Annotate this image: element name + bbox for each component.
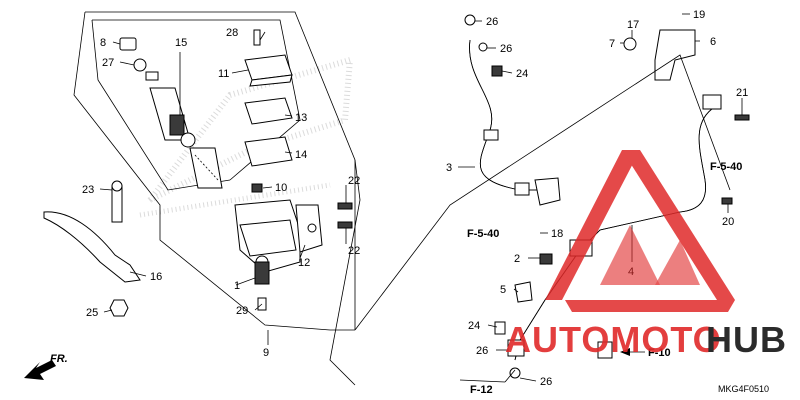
callout-21: 21 bbox=[736, 87, 748, 99]
brake-lever bbox=[43, 180, 141, 317]
watermark-triangle-mark bbox=[545, 150, 735, 312]
reservoir-cap-assembly bbox=[119, 29, 293, 193]
callout-28: 28 bbox=[226, 27, 238, 39]
callout-26-third: 26 bbox=[476, 345, 488, 357]
callout-27: 27 bbox=[102, 57, 114, 69]
callout-1: 1 bbox=[234, 280, 240, 292]
callout-29: 29 bbox=[236, 305, 248, 317]
front-label: FR. bbox=[50, 353, 68, 365]
callout-2: 2 bbox=[514, 253, 520, 265]
callout-19: 19 bbox=[693, 9, 705, 21]
callout-26-top: 26 bbox=[486, 16, 498, 28]
callout-26-bottom: 26 bbox=[540, 376, 552, 388]
callout-9: 9 bbox=[263, 347, 269, 359]
callout-16: 16 bbox=[150, 271, 162, 283]
reference-f-12: F-12 bbox=[470, 384, 493, 396]
reference-codes: F-5-40 F-5-40 F-10 F-12 bbox=[459, 161, 742, 396]
callout-3: 3 bbox=[446, 162, 452, 174]
callout-25: 25 bbox=[86, 307, 98, 319]
front-direction-arrow: FR. bbox=[24, 353, 68, 380]
callout-24-bottom: 24 bbox=[468, 320, 480, 332]
callout-22-lower: 22 bbox=[348, 245, 360, 257]
callout-24-top: 24 bbox=[516, 68, 528, 80]
watermark-text-red: AUTOMOTO bbox=[505, 319, 722, 360]
callout-18: 18 bbox=[551, 228, 563, 240]
callout-14: 14 bbox=[295, 149, 307, 161]
diagram-code: MKG4F0510 bbox=[718, 384, 769, 394]
callout-labels: 8 27 15 28 11 13 14 10 12 1 29 9 23 16 2… bbox=[82, 9, 748, 388]
watermark-logo: AUTOMOTO HUB bbox=[505, 150, 787, 360]
callout-17: 17 bbox=[627, 19, 639, 31]
callout-22-upper: 22 bbox=[348, 175, 360, 187]
callout-26-second: 26 bbox=[500, 43, 512, 55]
reference-f-10: F-10 bbox=[648, 347, 671, 359]
callout-12: 12 bbox=[298, 257, 310, 269]
watermark-text-dark: HUB bbox=[706, 319, 787, 360]
callout-23: 23 bbox=[82, 184, 94, 196]
reference-f-5-40-right: F-5-40 bbox=[710, 161, 742, 173]
background-logo-pattern bbox=[139, 55, 354, 218]
callout-10: 10 bbox=[275, 182, 287, 194]
master-cylinder-body bbox=[234, 199, 353, 311]
callout-8: 8 bbox=[100, 37, 106, 49]
callout-5: 5 bbox=[500, 284, 506, 296]
reference-f-5-40-left: F-5-40 bbox=[467, 228, 499, 240]
callout-6: 6 bbox=[710, 36, 716, 48]
callout-20: 20 bbox=[722, 216, 734, 228]
callout-15: 15 bbox=[175, 37, 187, 49]
callout-7: 7 bbox=[609, 38, 615, 50]
callout-13: 13 bbox=[295, 112, 307, 124]
callout-11: 11 bbox=[218, 68, 229, 80]
